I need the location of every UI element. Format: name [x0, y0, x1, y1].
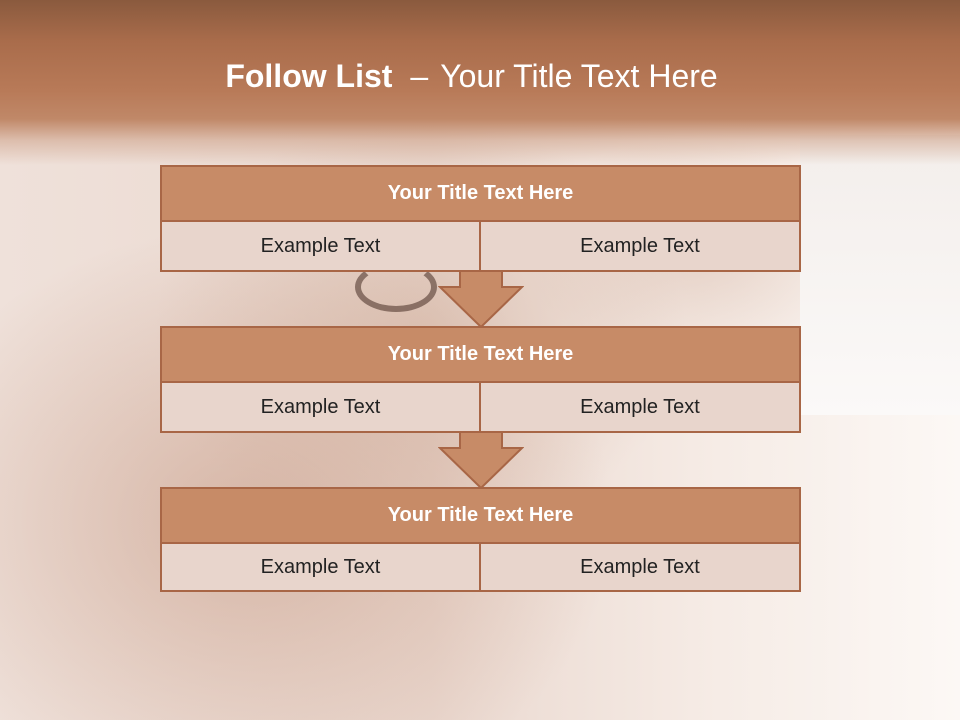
block-cell-right: Example Text [479, 383, 801, 433]
header-band [0, 0, 960, 165]
block-cell-right: Example Text [479, 222, 801, 272]
slide-title-separator: – [410, 58, 429, 94]
block-title: Your Title Text Here [160, 326, 801, 383]
slide-title-rest: Your Title Text Here [440, 58, 718, 94]
down-arrow-icon [438, 271, 524, 329]
block-cell-left: Example Text [160, 383, 481, 433]
block-cell-left: Example Text [160, 222, 481, 272]
block-cell-right: Example Text [479, 544, 801, 592]
block-title: Your Title Text Here [160, 165, 801, 222]
background-sleeve [800, 135, 960, 415]
block-title: Your Title Text Here [160, 487, 801, 544]
background-ring [355, 262, 437, 312]
slide-title: Follow List–Your Title Text Here [0, 52, 943, 100]
down-arrow-icon [438, 432, 524, 490]
block-cell-left: Example Text [160, 544, 481, 592]
slide-title-bold: Follow List [225, 58, 393, 94]
